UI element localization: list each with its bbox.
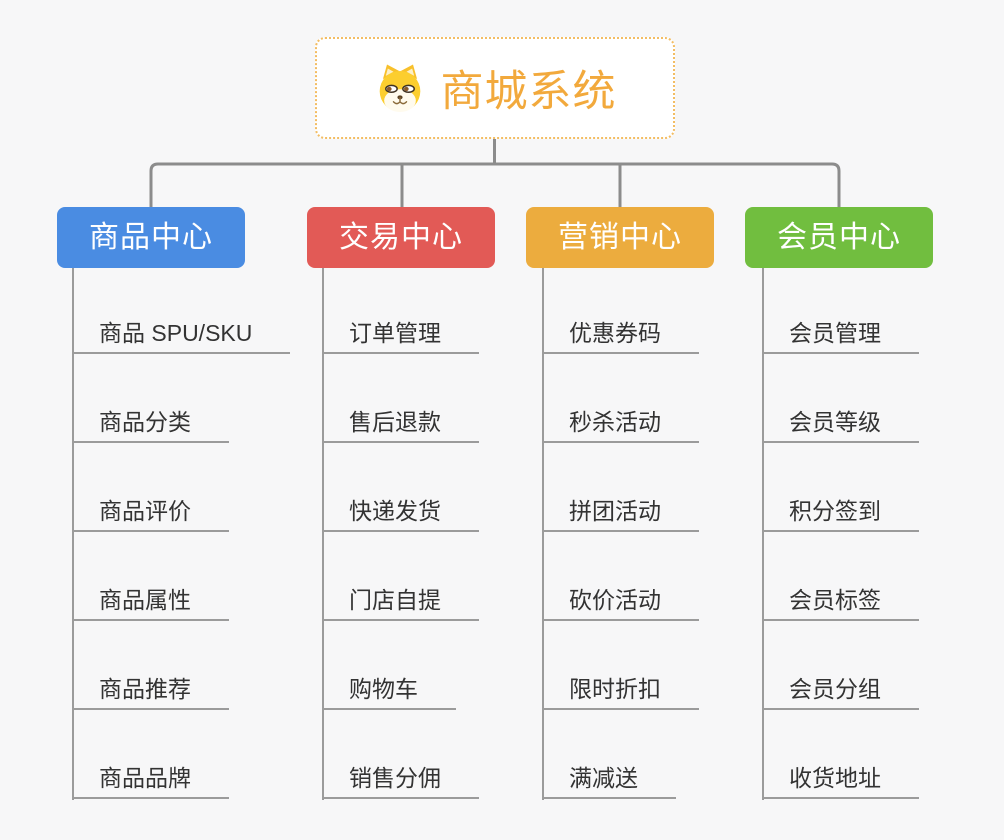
branch-header-trade-center[interactable]: 交易中心 xyxy=(307,207,495,268)
leaf-node[interactable]: 门店自提 xyxy=(322,583,479,621)
leaf-node[interactable]: 商品 SPU/SKU xyxy=(72,316,291,354)
leaf-node[interactable]: 商品品牌 xyxy=(72,761,229,799)
shiba-dog-icon xyxy=(379,64,420,112)
leaf-node[interactable]: 售后退款 xyxy=(322,405,479,443)
leaf-node[interactable]: 拼团活动 xyxy=(542,494,699,532)
leaf-node[interactable]: 商品评价 xyxy=(72,494,229,532)
leaf-node[interactable]: 会员管理 xyxy=(762,316,919,354)
leaf-node[interactable]: 商品属性 xyxy=(72,583,229,621)
leaf-node[interactable]: 会员分组 xyxy=(762,672,919,710)
leaf-node[interactable]: 优惠券码 xyxy=(542,316,699,354)
branch-rail-line xyxy=(149,162,841,210)
leaf-node[interactable]: 快递发货 xyxy=(322,494,479,532)
branch-header-marketing-center[interactable]: 营销中心 xyxy=(526,207,714,268)
branch-header-product-center[interactable]: 商品中心 xyxy=(57,207,245,268)
leaf-node[interactable]: 砍价活动 xyxy=(542,583,699,621)
root-node[interactable]: 商城系统 xyxy=(315,37,675,139)
branch-header-member-center[interactable]: 会员中心 xyxy=(745,207,933,268)
leaf-node[interactable]: 积分签到 xyxy=(762,494,919,532)
leaf-node[interactable]: 秒杀活动 xyxy=(542,405,699,443)
leaf-node[interactable]: 商品推荐 xyxy=(72,672,229,710)
leaf-node[interactable]: 会员标签 xyxy=(762,583,919,621)
leaf-node[interactable]: 订单管理 xyxy=(322,316,479,354)
leaf-node[interactable]: 会员等级 xyxy=(762,405,919,443)
leaf-node[interactable]: 购物车 xyxy=(322,672,456,710)
leaf-node[interactable]: 满减送 xyxy=(542,761,676,799)
leaf-node[interactable]: 销售分佣 xyxy=(322,761,479,799)
leaf-node[interactable]: 商品分类 xyxy=(72,405,229,443)
leaf-node[interactable]: 限时折扣 xyxy=(542,672,699,710)
root-title: 商城系统 xyxy=(440,68,617,116)
leaf-node[interactable]: 收货地址 xyxy=(762,761,919,799)
